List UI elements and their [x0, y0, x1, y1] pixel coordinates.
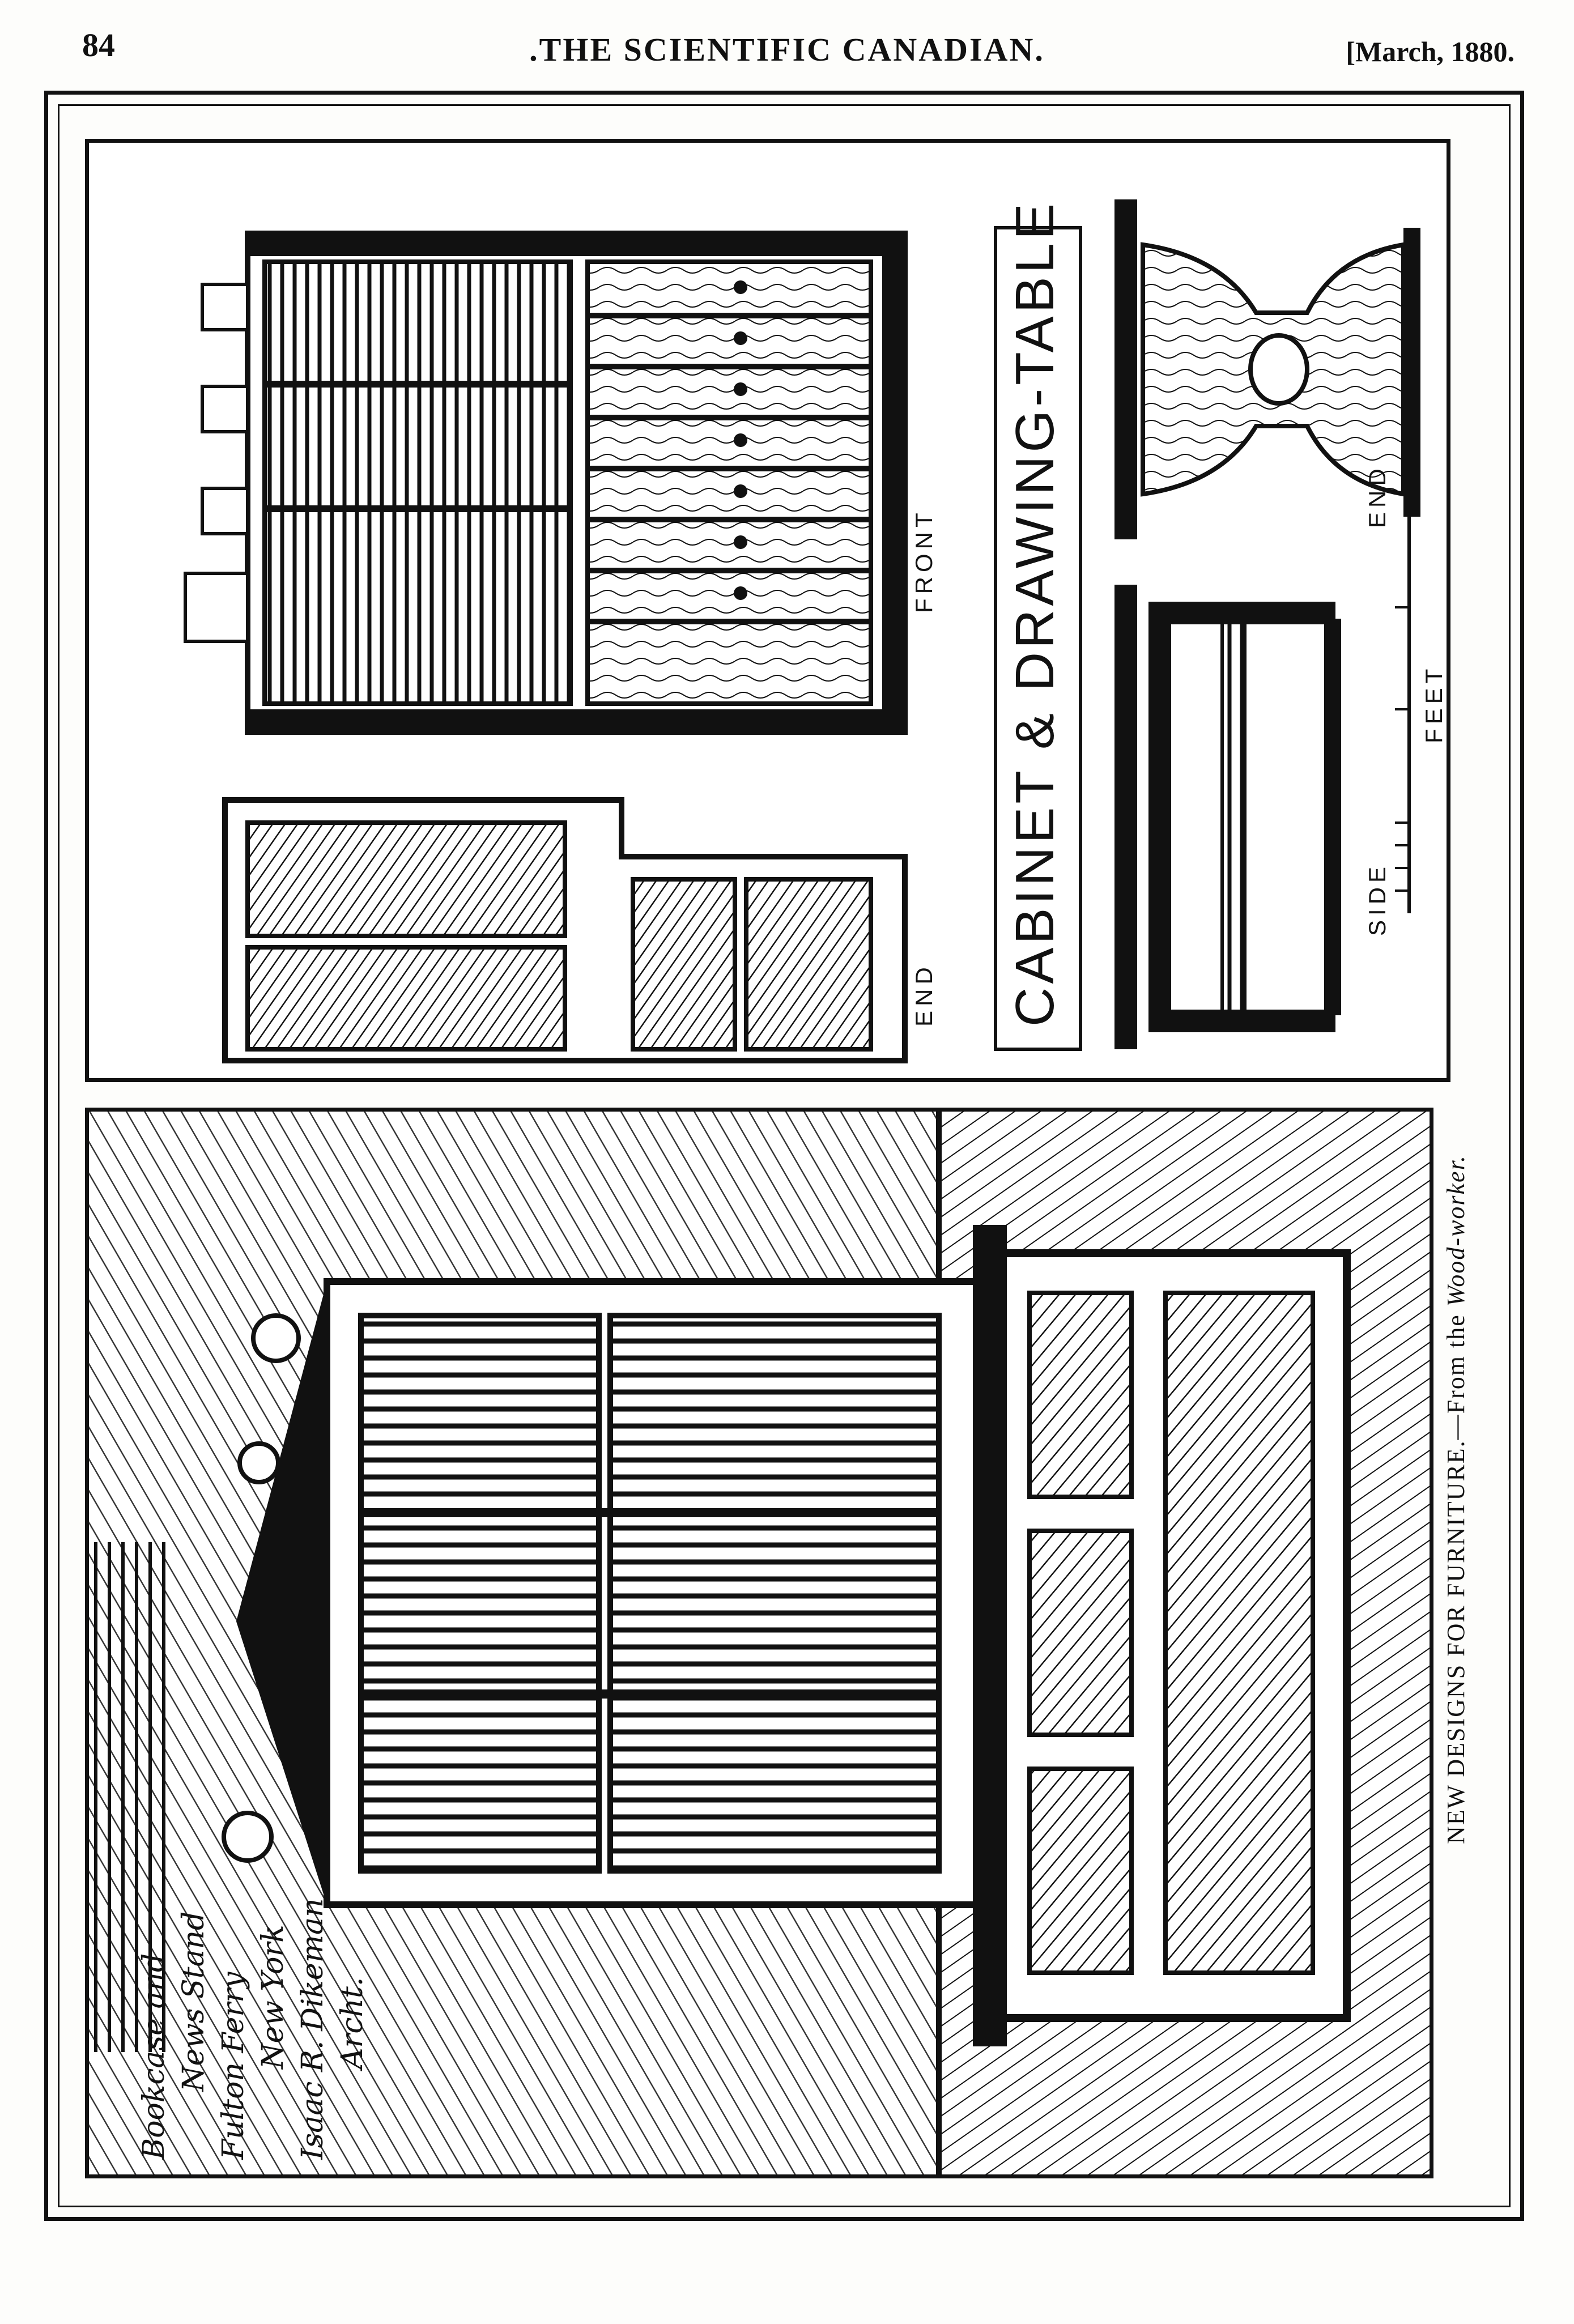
side-label: SIDE — [1364, 862, 1390, 936]
running-title: .THE SCIENTIFIC CANADIAN. — [529, 31, 1045, 68]
inscription-line: Archt. — [335, 1977, 369, 2069]
page-header: 84 .THE SCIENTIFIC CANADIAN. [March, 188… — [0, 26, 1574, 77]
table-side-view — [1114, 517, 1411, 1049]
inscription-line: Bookcase and — [137, 1953, 171, 2160]
front-label: FRONT — [911, 508, 937, 613]
cabinet-front-view — [184, 231, 908, 735]
inscription-line: New York — [256, 1925, 290, 2069]
feet-label: FEET — [1420, 664, 1447, 743]
inscription-line: Fulton Ferry — [216, 1972, 250, 2160]
caption-source: Wood-worker. — [1442, 1155, 1470, 1307]
cabinet-end-view — [222, 797, 908, 1063]
cabinet-end-label: END — [911, 963, 937, 1027]
page-number: 84 — [82, 27, 115, 63]
inscription-line: News Stand — [177, 1911, 211, 2092]
figure-caption: NEW DESIGNS FOR FURNITURE.—From the Wood… — [1439, 1096, 1473, 1844]
bookcase — [222, 1278, 982, 1908]
cabinet-table-title: CABINET & DRAWING-TABLE — [1005, 199, 1065, 1027]
cabinet-drawing-table-drawing — [184, 199, 1420, 1063]
table-end-view — [1114, 199, 1420, 539]
issue-date: [March, 1880. — [1346, 36, 1515, 67]
table-end-label: END — [1364, 464, 1390, 528]
inscription-line: Isaac R. Dikeman — [296, 1898, 330, 2160]
caption-main: NEW DESIGNS FOR FURNITURE.—From the — [1442, 1306, 1470, 1844]
bookcase-drawing — [89, 1112, 1430, 2174]
inner-frame — [58, 104, 1511, 2207]
bookcase-news-stand-illustration: Bookcase and News Stand Fulton Ferry New… — [85, 1108, 1433, 2178]
bookcase-inscription: Bookcase and News Stand Fulton Ferry New… — [134, 1899, 372, 2160]
title-band — [994, 226, 1082, 1051]
outer-frame — [44, 91, 1524, 2221]
news-stand-base — [973, 1225, 1351, 2046]
cabinet-drawing-table-illustration: CABINET & DRAWING-TABLE FRONT END END SI… — [85, 139, 1450, 1082]
